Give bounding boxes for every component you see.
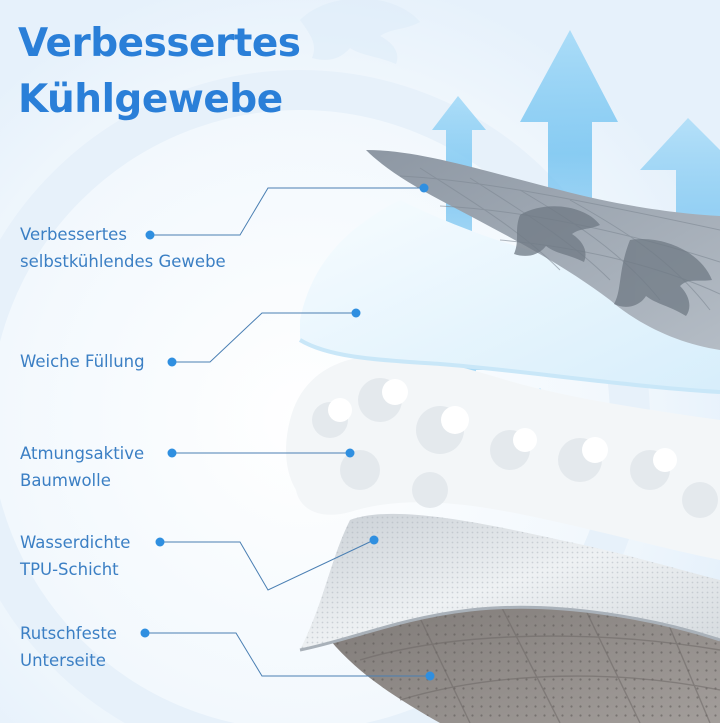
cooling-fabric-layer [366,150,720,350]
label-tpu: Wasserdichte TPU-Schicht [20,529,130,583]
connector-dots [140,183,435,681]
label-line: Atmungsaktive [20,444,145,463]
label-line: Weiche Füllung [20,352,145,371]
label-soft-filling: Weiche Füllung [20,348,145,375]
tpu-mesh-layer [299,513,720,652]
label-cotton: Atmungsaktive Baumwolle [20,440,144,494]
connector-foam [172,312,356,363]
label-line: Unterseite [20,651,106,670]
connector-lines [145,187,430,677]
label-line: Wasserdichte [20,533,131,552]
label-line: selbstkühlendes Gewebe [20,252,226,271]
non-slip-base-layer [330,596,720,723]
connector-base [145,632,430,677]
label-line: TPU-Schicht [20,560,119,579]
foam-layer [298,200,720,394]
label-line: Baumwolle [20,471,111,490]
label-line: Verbessertes [20,225,127,244]
page-title: Verbessertes Kühlgewebe [18,16,301,128]
monstera-leaf-icon [300,0,420,64]
title-line-1: Verbessertes [18,21,301,66]
connector-cooling-fabric [150,187,424,236]
title-line-2: Kühlgewebe [18,77,283,122]
label-cooling-fabric: Verbessertes selbstkühlendes Gewebe [20,221,226,275]
label-non-slip-base: Rutschfeste Unterseite [20,620,117,674]
monstera-leaf-icon [514,206,712,316]
cotton-layer [286,355,720,560]
label-line: Rutschfeste [20,624,117,643]
connector-tpu [160,539,375,591]
